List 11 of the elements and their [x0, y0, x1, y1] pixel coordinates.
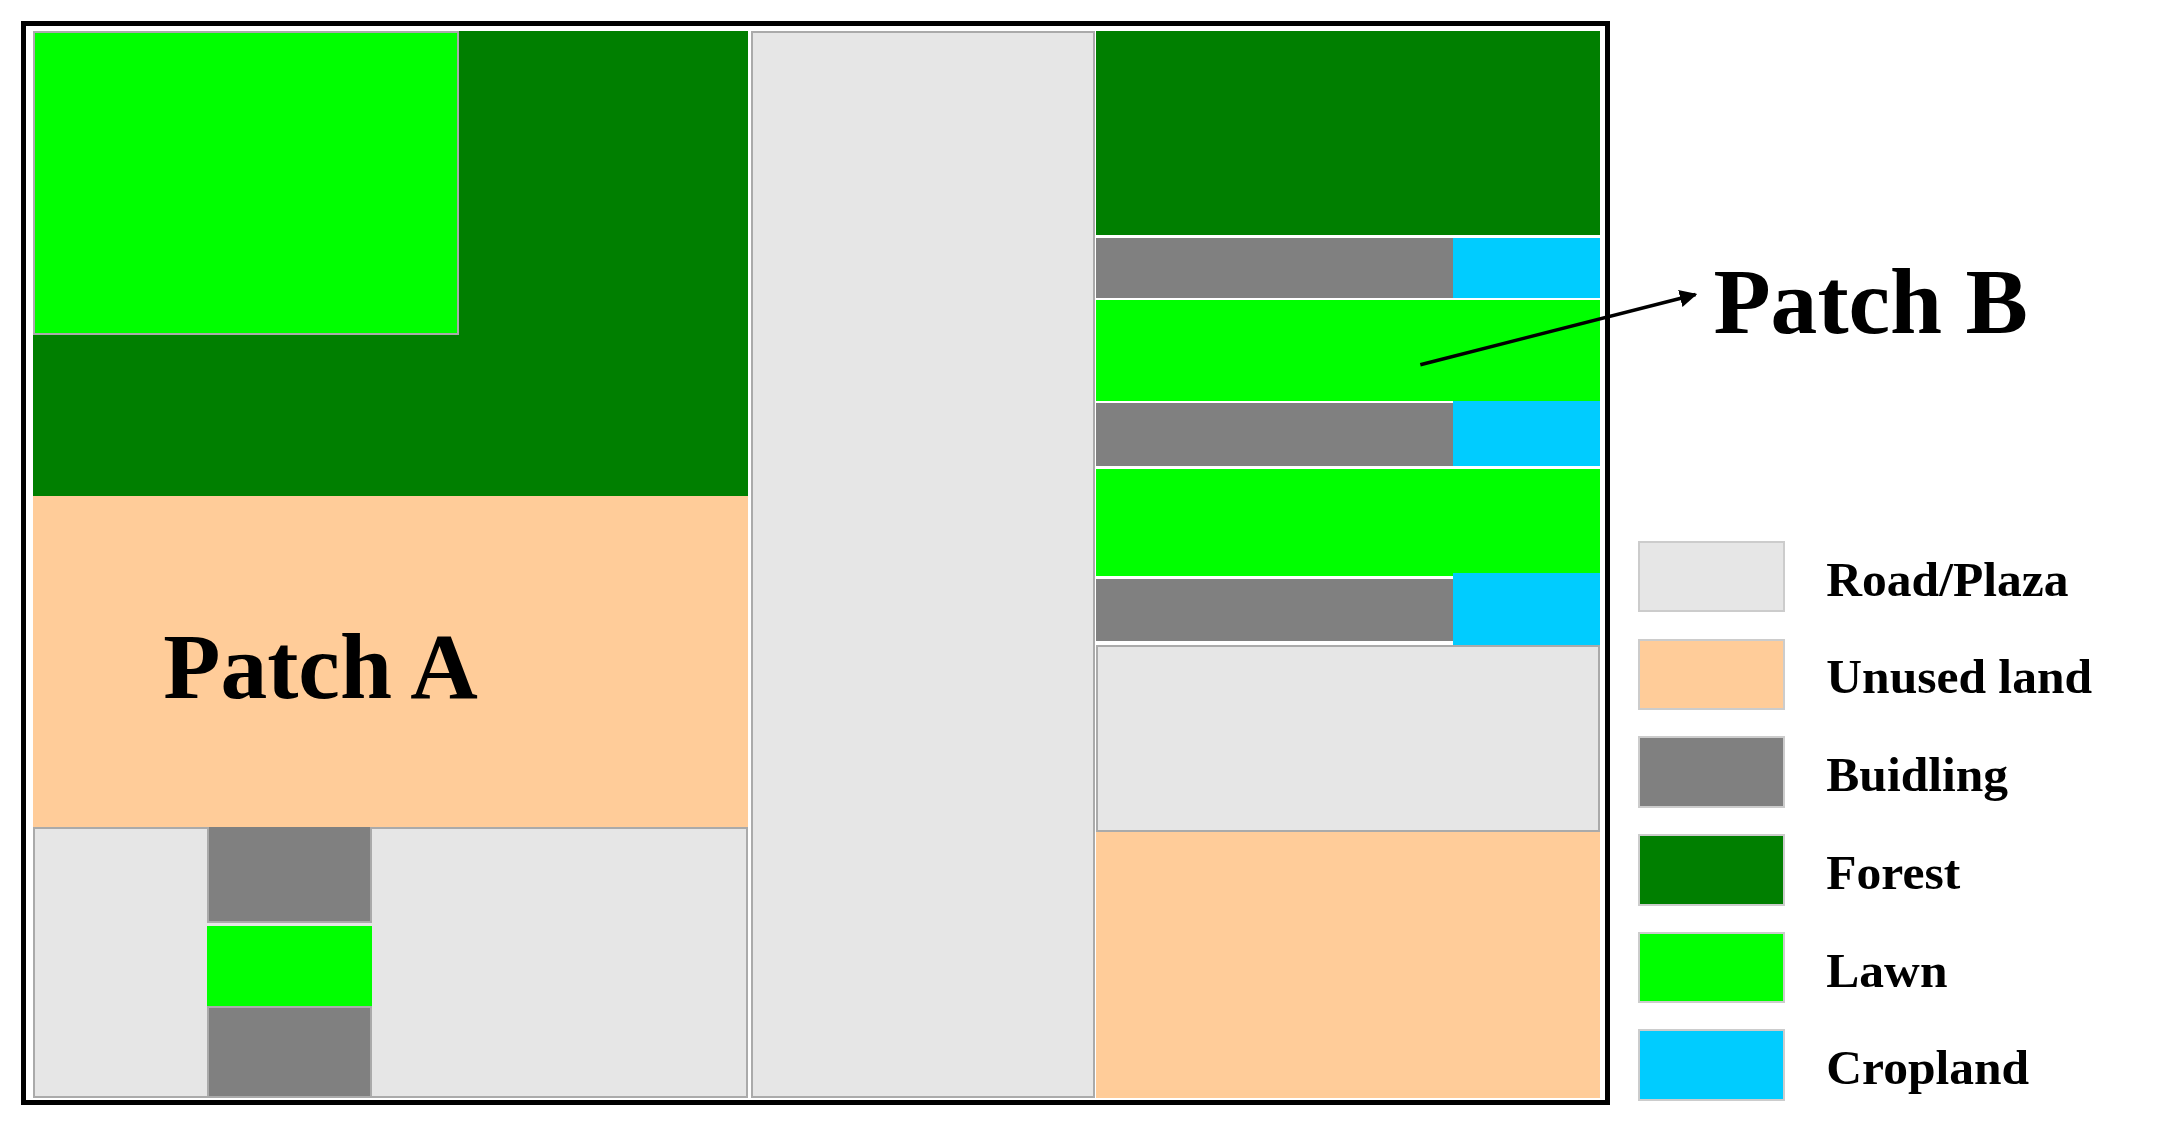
patch-label: Patch A: [163, 620, 478, 714]
lawn-area: [1096, 299, 1601, 402]
legend-label: Cropland: [1826, 1043, 2030, 1093]
patch-label: Patch B: [1713, 254, 2028, 349]
legend-label: Lawn: [1826, 945, 1948, 996]
legend-label: Road/Plaza: [1826, 554, 2069, 605]
legend-label: Buidling: [1826, 750, 2009, 800]
legend-label: Unused land: [1826, 652, 2092, 702]
unused-land-area: [32, 496, 749, 827]
leader-arrow: [1419, 289, 1698, 367]
legend-label: Forest: [1826, 847, 1961, 898]
